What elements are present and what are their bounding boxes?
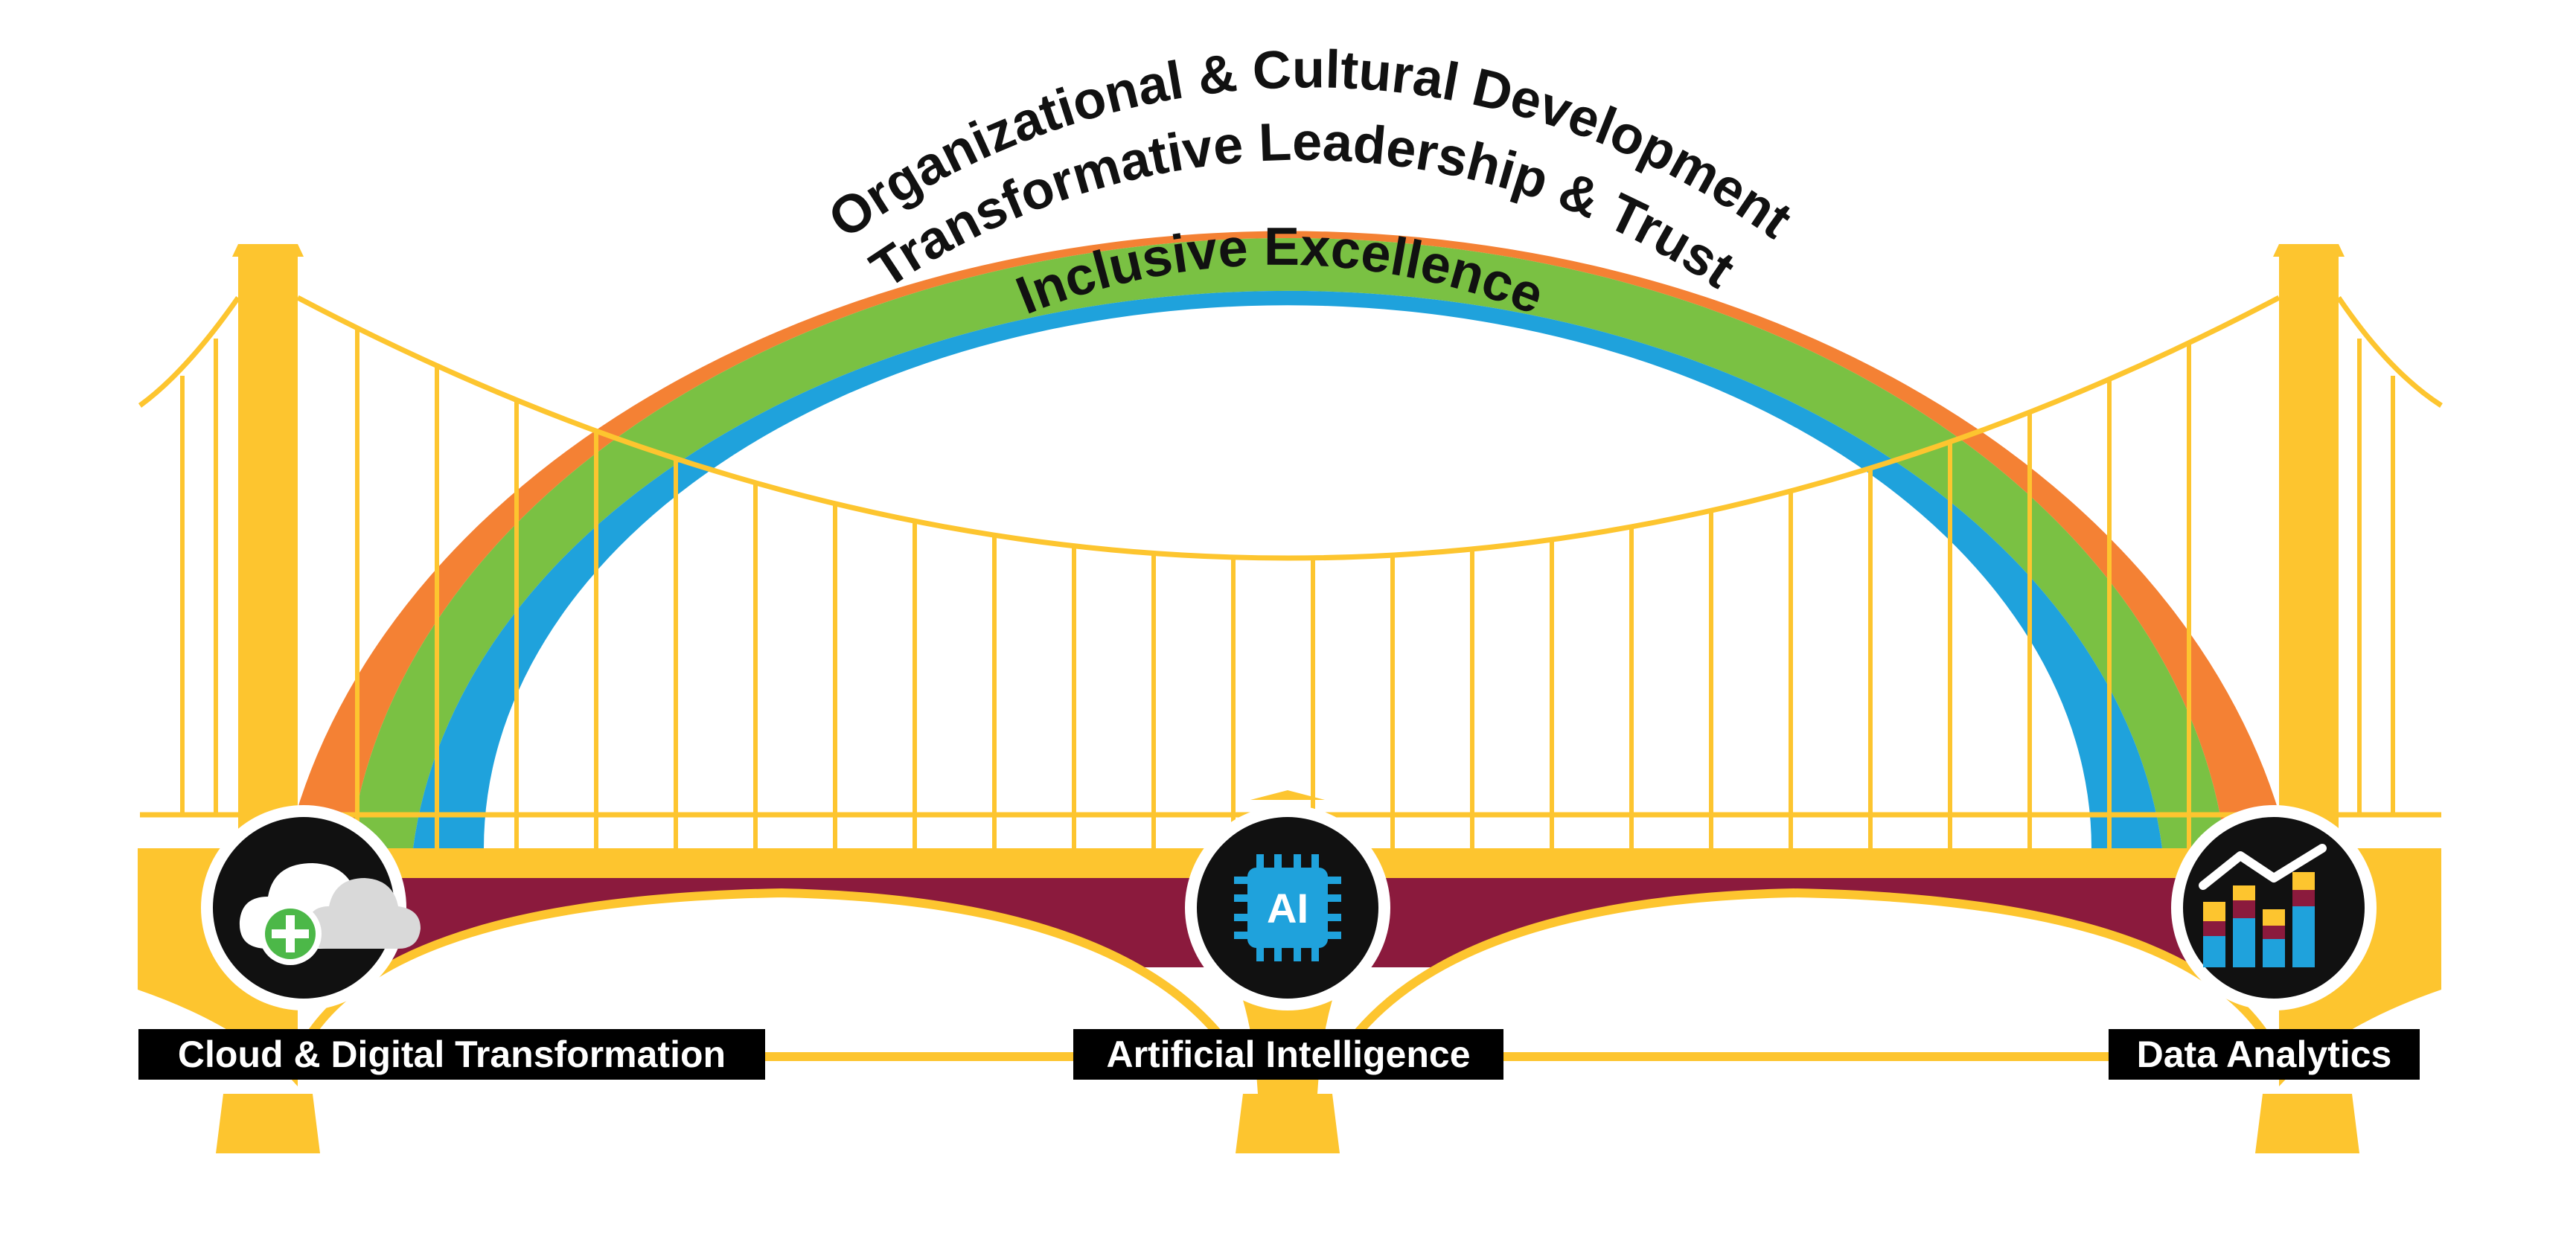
foot-center (1236, 1094, 1340, 1153)
tower-right-cap (2273, 244, 2345, 257)
tower-right (2279, 257, 2339, 867)
main-cable (296, 295, 2281, 561)
cable-hangers (180, 327, 2395, 848)
tower-left-cap (232, 244, 304, 257)
side-cable-left (138, 295, 240, 408)
rainbow-arches (287, 231, 2289, 849)
foot-right (2255, 1094, 2359, 1153)
label-bg-data (2109, 1029, 2420, 1080)
pillar-labels: Cloud & Digital Transformation Artificia… (138, 1029, 2420, 1080)
bridge-towers (232, 244, 2345, 867)
label-data: Data Analytics (2137, 1034, 2392, 1075)
pillar-cloud (201, 805, 421, 1010)
arch-green (350, 237, 2225, 848)
label-bg-ai (1073, 1029, 1503, 1080)
cloud-plus-icon (239, 863, 421, 965)
side-cable-right (2336, 296, 2443, 408)
label-cloud: Cloud & Digital Transformation (178, 1034, 726, 1075)
pillar-data (2171, 805, 2377, 1010)
label-bg-cloud (138, 1029, 765, 1080)
bar-chart-trend-icon (2199, 844, 2327, 967)
foot-left (216, 1094, 320, 1153)
center-peak (1250, 790, 1325, 800)
tower-left (238, 257, 298, 867)
ai-chip-icon: AI (1234, 854, 1341, 961)
ai-chip-text: AI (1267, 885, 1308, 932)
pillar-ai: AI (1185, 805, 1390, 1010)
label-ai: Artificial Intelligence (1106, 1034, 1470, 1075)
